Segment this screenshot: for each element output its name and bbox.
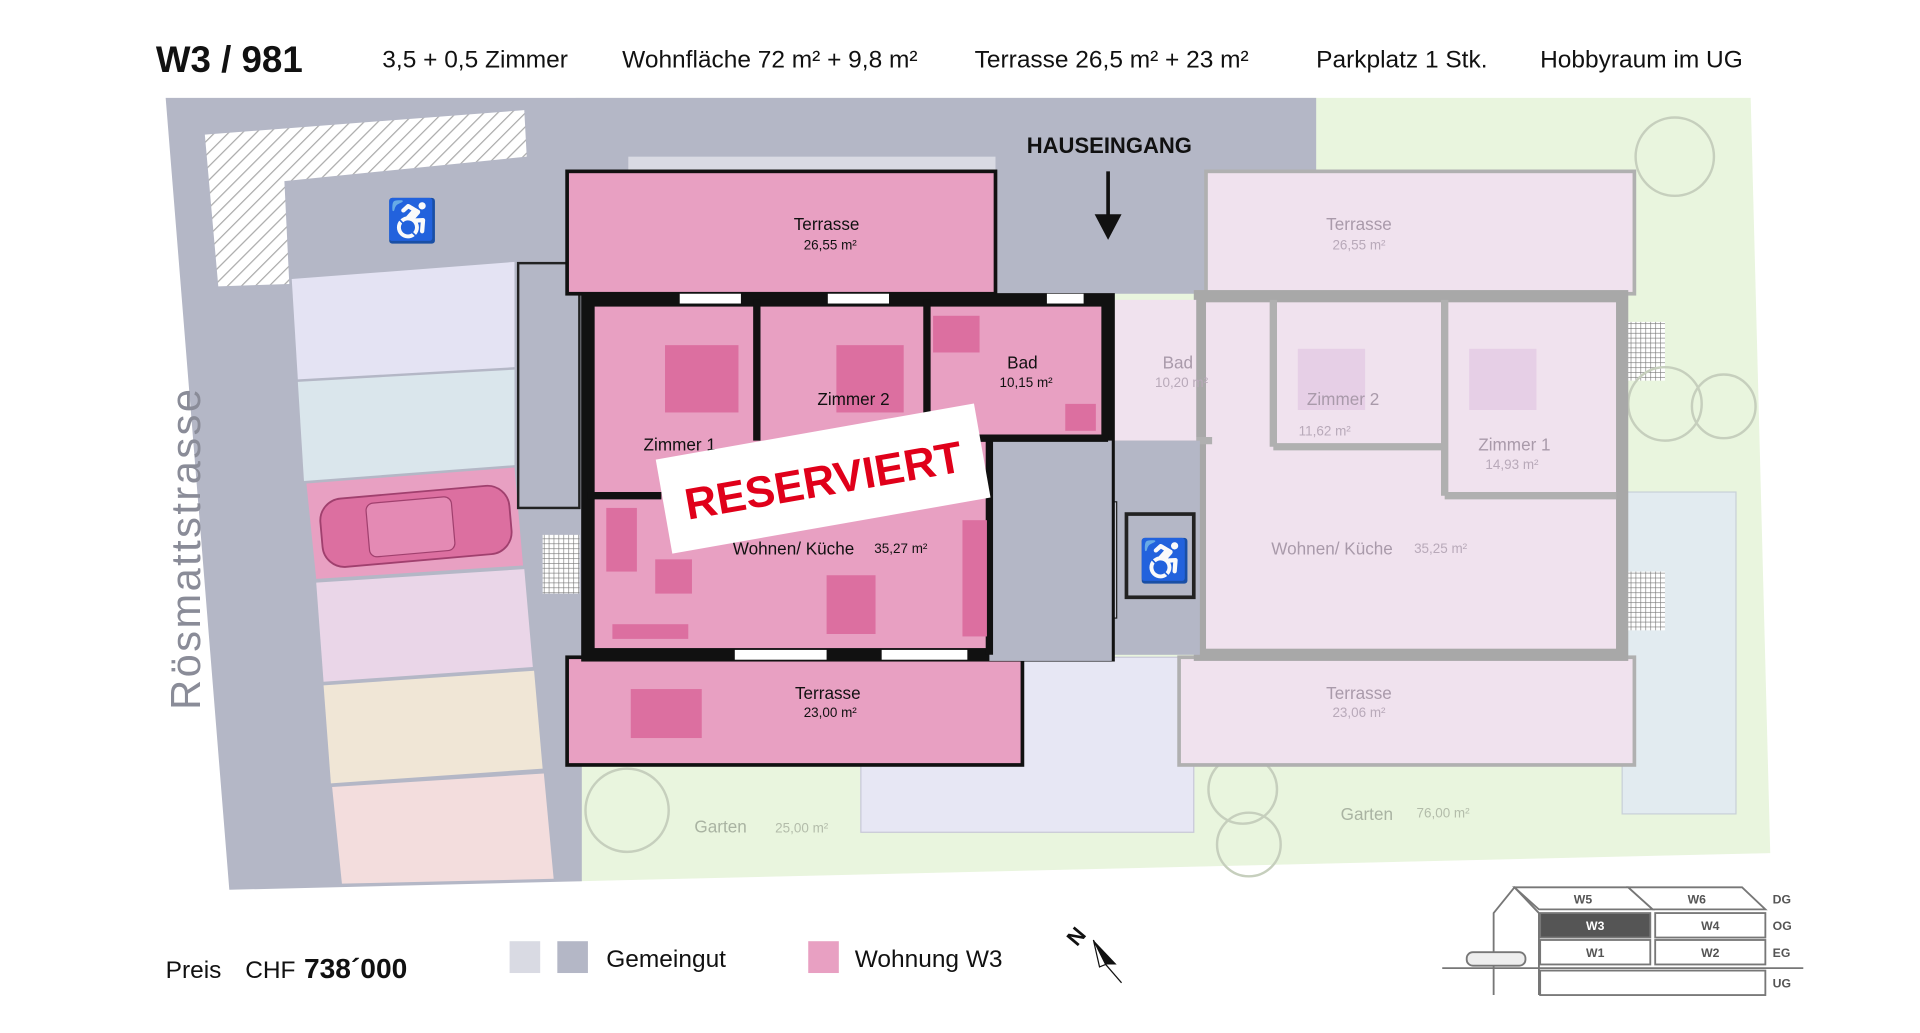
light-well bbox=[1625, 571, 1665, 631]
parking-space bbox=[316, 569, 533, 682]
parking-spaces bbox=[291, 261, 554, 884]
price-currency: CHF bbox=[245, 957, 295, 984]
light-well bbox=[542, 534, 580, 594]
w4-terrace-bottom-label: Terrasse bbox=[1326, 683, 1392, 703]
light-well bbox=[1625, 321, 1665, 381]
rooms-info: 3,5 + 0,5 Zimmer bbox=[382, 46, 568, 73]
legend-swatch-w3 bbox=[808, 941, 839, 974]
car-icon bbox=[319, 484, 513, 568]
outer-stair bbox=[516, 261, 581, 510]
w4-living-area: 35,25 m² bbox=[1414, 541, 1468, 556]
w4-bath-area: 10,20 m² bbox=[1155, 375, 1209, 390]
w3-terrace-top bbox=[565, 169, 998, 296]
w3-living-area: 35,27 m² bbox=[874, 541, 928, 556]
legend-swatch-common-light bbox=[509, 941, 541, 974]
bed-icon bbox=[1297, 348, 1366, 411]
w4-living-label: Wohnen/ Küche bbox=[1271, 538, 1393, 558]
furniture bbox=[606, 315, 1096, 739]
bed-icon bbox=[1469, 348, 1537, 411]
w4-apartment bbox=[1193, 290, 1629, 661]
w4-garden-label: Garten bbox=[1341, 804, 1393, 824]
w3-terrace-bottom-label: Terrasse bbox=[795, 683, 861, 703]
w3-terrace-top-label: Terrasse bbox=[794, 214, 860, 234]
parking-info: Parkplatz 1 Stk. bbox=[1316, 46, 1487, 73]
floor-og-label: OG bbox=[1773, 919, 1792, 933]
unit-w1[interactable] bbox=[1539, 939, 1652, 966]
w3-terrace-top-area: 26,55 m² bbox=[804, 238, 858, 253]
entrance-arrow-icon bbox=[1094, 171, 1122, 240]
parking-space bbox=[291, 261, 515, 380]
north-arrow-icon: N bbox=[1062, 922, 1123, 984]
header: W3 / 981 3,5 + 0,5 Zimmer Wohnfläche 72 … bbox=[156, 39, 1743, 80]
w3-garden-area: 25,00 m² bbox=[775, 820, 829, 835]
parking-space bbox=[323, 670, 543, 784]
unit-w4-label: W4 bbox=[1701, 919, 1720, 933]
w4-terrace-bottom bbox=[1177, 655, 1637, 767]
w4-garden-area: 76,00 m² bbox=[1417, 806, 1471, 821]
w3-garden-label: Garten bbox=[694, 816, 746, 836]
price-value: 738´000 bbox=[304, 953, 407, 984]
legend-swatch-common-dark bbox=[557, 941, 588, 974]
accessible-parking-hatch bbox=[204, 110, 527, 287]
w4-terrace-top-area: 26,55 m² bbox=[1332, 238, 1386, 253]
w3-room2-label: Zimmer 2 bbox=[817, 389, 889, 409]
w4-terrace-top bbox=[1204, 169, 1637, 296]
unit-ug bbox=[1539, 969, 1767, 996]
building-key bbox=[1442, 885, 1804, 996]
w4-room2-area: 11,62 m² bbox=[1299, 424, 1352, 439]
wheelchair-icon: ♿ bbox=[1139, 537, 1191, 585]
w4-bath bbox=[1108, 299, 1197, 441]
wheelchair-parking-icon: ♿ bbox=[386, 197, 438, 245]
unit-w1-label: W1 bbox=[1586, 946, 1605, 960]
unit-w6-label: W6 bbox=[1688, 892, 1707, 906]
common-area-east bbox=[1621, 491, 1737, 815]
entrance-label: HAUSEINGANG bbox=[1027, 133, 1192, 158]
north-label: N bbox=[1062, 922, 1091, 950]
w4-terrace-bottom-area: 23,06 m² bbox=[1332, 705, 1386, 720]
tree-icons bbox=[584, 116, 1757, 878]
floor-ug-label: UG bbox=[1773, 977, 1791, 991]
unit-w3-label: W3 bbox=[1586, 919, 1605, 933]
unit-title: W3 / 981 bbox=[156, 39, 303, 80]
floor-eg-label: EG bbox=[1773, 946, 1791, 960]
hobby-info: Hobbyraum im UG bbox=[1540, 46, 1743, 73]
w3-room1-label: Zimmer 1 bbox=[644, 434, 716, 454]
stairwell-overlap bbox=[989, 440, 1112, 661]
unit-w3[interactable] bbox=[1539, 912, 1652, 939]
car-icon bbox=[1465, 951, 1527, 967]
floor-dg-label: DG bbox=[1773, 892, 1791, 906]
legend-common-label: Gemeingut bbox=[606, 946, 726, 973]
living-area-info: Wohnfläche 72 m² + 9,8 m² bbox=[622, 46, 917, 73]
elevator bbox=[1124, 512, 1196, 600]
w4-room2-label: Zimmer 2 bbox=[1307, 389, 1379, 409]
w4-terrace-top-label: Terrasse bbox=[1326, 214, 1392, 234]
w3-bath-area: 10,15 m² bbox=[1000, 375, 1054, 390]
w3-terrace-bottom-area: 23,00 m² bbox=[804, 705, 858, 720]
reserved-stamp: RESERVIERT bbox=[655, 403, 991, 554]
w3-living-label: Wohnen/ Küche bbox=[733, 538, 855, 558]
w4-room1-area: 14,93 m² bbox=[1485, 457, 1539, 472]
unit-w2[interactable] bbox=[1654, 939, 1767, 966]
unit-w2-label: W2 bbox=[1701, 946, 1720, 960]
terrace-info: Terrasse 26,5 m² + 23 m² bbox=[975, 46, 1249, 73]
parking-space bbox=[297, 369, 515, 482]
common-area-north bbox=[628, 156, 996, 172]
unit-w5-label: W5 bbox=[1574, 892, 1593, 906]
w4-bath-label: Bad bbox=[1163, 352, 1193, 372]
w4-room1-label: Zimmer 1 bbox=[1478, 434, 1550, 454]
price-label: Preis bbox=[166, 957, 222, 984]
w3-bath-label: Bad bbox=[1007, 352, 1037, 372]
unit-w4[interactable] bbox=[1654, 912, 1767, 939]
windows bbox=[679, 293, 1084, 660]
parking-space bbox=[332, 773, 554, 884]
street-name: Rösmattstrasse bbox=[162, 387, 209, 710]
legend-w3-label: Wohnung W3 bbox=[855, 946, 1003, 973]
